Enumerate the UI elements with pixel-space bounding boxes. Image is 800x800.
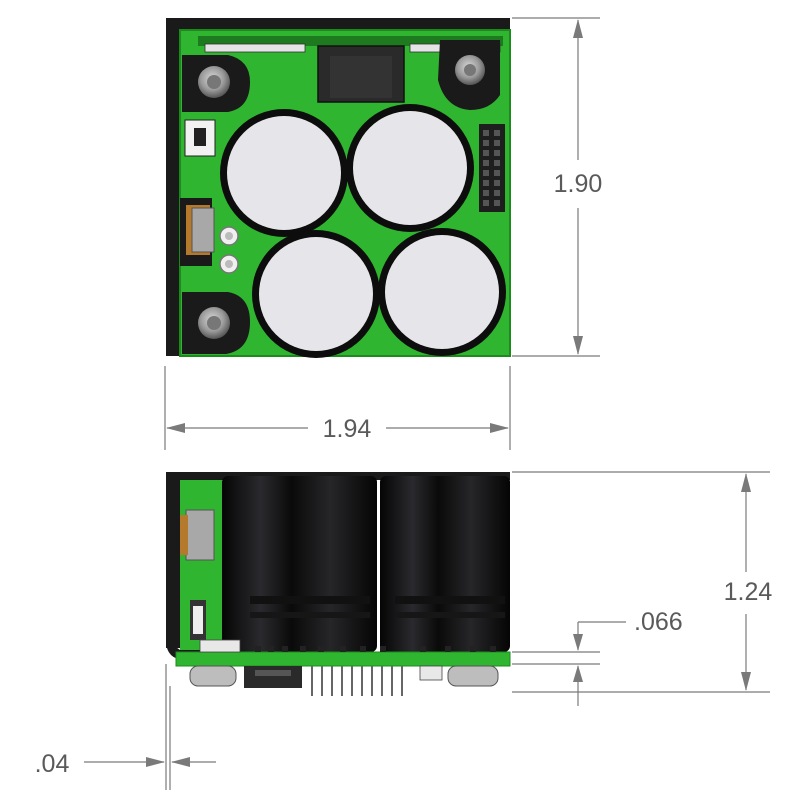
dimension-label: .066: [634, 608, 683, 636]
capacitor-side: [380, 476, 510, 652]
dimension-label: 1.94: [323, 415, 372, 443]
dimension-top-width: 1.94: [164, 366, 511, 450]
side-view: [166, 472, 511, 696]
dimension-label: 1.90: [554, 170, 603, 198]
bracket-left-bar: [166, 18, 182, 356]
dimension-top-height: 1.90: [512, 17, 603, 357]
capacitor-icon: [220, 109, 348, 237]
capacitor-icon: [346, 104, 474, 232]
dimension-side-height: 1.24: [512, 471, 773, 693]
dimension-bracket-thickness: .04: [35, 664, 216, 790]
mounting-screw-icon: [182, 55, 250, 112]
header-connector: [479, 124, 505, 212]
capacitor-side: [222, 476, 377, 652]
capacitor-icon: [378, 228, 506, 356]
bracket-side: [166, 472, 180, 648]
top-view: [166, 18, 511, 358]
mounting-screw-icon: [438, 40, 500, 110]
dimension-label: 1.24: [724, 578, 773, 606]
pcb-side: [175, 651, 511, 667]
dimension-label: .04: [35, 750, 70, 778]
capacitor-icon: [252, 230, 380, 358]
dimension-pcb-thickness: .066: [512, 608, 683, 706]
mounting-screw-icon: [182, 292, 250, 354]
